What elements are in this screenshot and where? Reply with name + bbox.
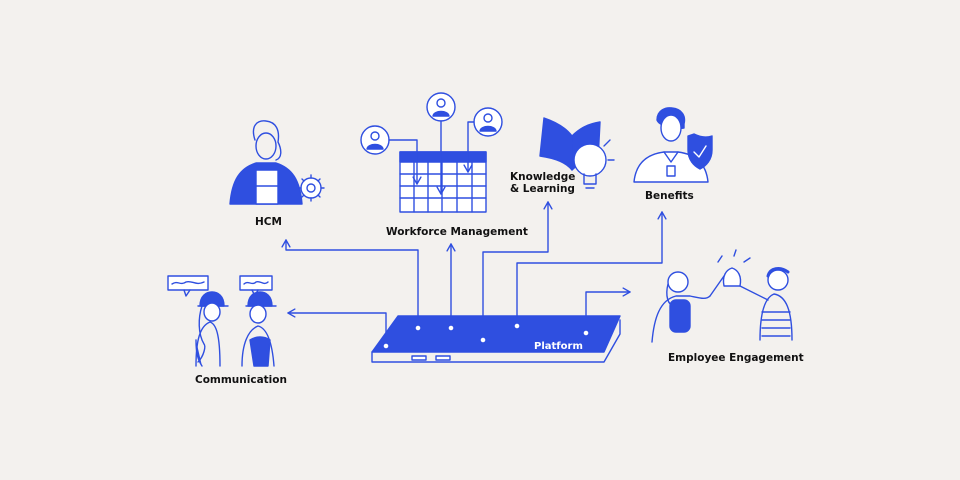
calendar-people-icon <box>360 92 503 213</box>
node-label-communication: Communication <box>195 374 287 386</box>
badge-shield-icon <box>633 107 713 183</box>
arrow-to-knowledge <box>482 201 553 341</box>
arrow-to-communication <box>287 308 387 347</box>
node-label-benefits: Benefits <box>645 190 694 202</box>
node-label-platform: Platform <box>534 341 583 352</box>
book-lightbulb-icon <box>539 117 615 189</box>
platform-slab-icon <box>371 315 621 363</box>
node-label-hcm: HCM <box>255 216 282 228</box>
node-label-workforce: Workforce Management <box>386 226 528 238</box>
arrow-to-hcm <box>281 239 419 329</box>
worker-gear-icon <box>229 120 325 205</box>
arrow-to-benefits <box>516 211 667 327</box>
node-label-knowledge: Knowledge & Learning <box>510 171 576 195</box>
chat-workers-icon <box>167 275 277 367</box>
high-five-icon <box>651 249 793 343</box>
node-label-engagement: Employee Engagement <box>668 352 804 364</box>
